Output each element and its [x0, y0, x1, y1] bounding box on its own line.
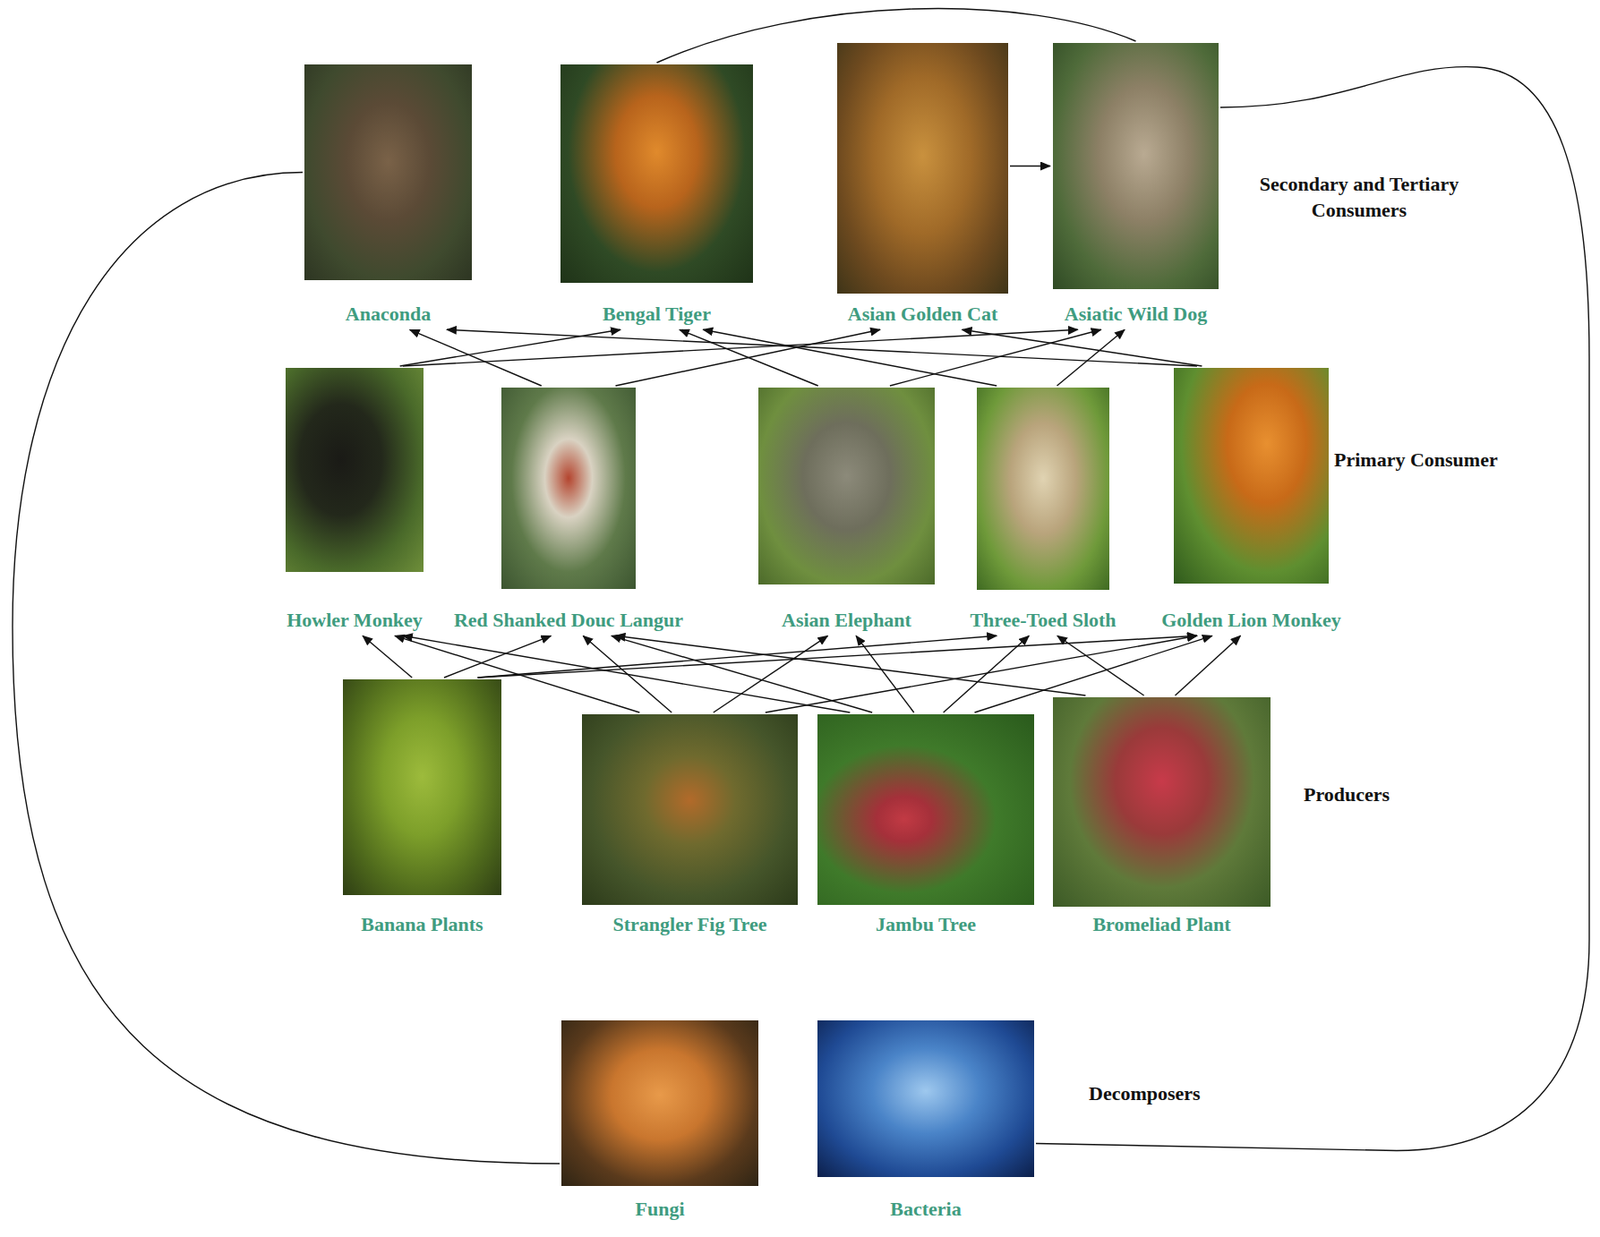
organism-node: Asiatic Wild Dog	[1052, 42, 1219, 326]
organism-node: Banana Plants	[342, 679, 502, 936]
food-web-arrow	[12, 172, 560, 1165]
organism-label: Jambu Tree	[873, 913, 978, 936]
organism-label: Asian Elephant	[779, 608, 914, 632]
organism-node: Strangler Fig Tree	[581, 714, 798, 936]
organism-label-row: Banana Plants	[342, 913, 502, 936]
organism-photo	[560, 64, 753, 283]
food-web-arrow	[1174, 635, 1241, 696]
food-web-arrow	[611, 635, 873, 713]
organism-node: Bacteria	[817, 1020, 1035, 1221]
organism-photo	[501, 387, 636, 590]
organism-photo	[561, 1020, 759, 1187]
food-web-arrow	[362, 635, 412, 678]
organism-node: Anaconda	[304, 64, 472, 326]
organism-photo	[1173, 367, 1329, 584]
organism-node: Fungi	[561, 1020, 759, 1221]
food-web-arrow	[943, 635, 1030, 713]
trophic-level-label: Producers	[1303, 782, 1438, 809]
organism-label-row: Bacteria	[817, 1197, 1035, 1221]
organism-node: Red Shanked Douc Langur	[448, 387, 689, 632]
food-web-arrow	[402, 329, 1079, 367]
organism-label: Fungi	[633, 1197, 686, 1221]
food-web-arrow	[855, 635, 915, 713]
organism-photo	[976, 387, 1110, 591]
organism-photo	[817, 1020, 1035, 1178]
organism-photo	[1052, 697, 1271, 907]
food-web-arrow	[962, 329, 1203, 367]
food-web-arrow	[1009, 165, 1051, 167]
food-web-arrow	[477, 635, 997, 678]
organism-label-row: Fungi	[561, 1197, 759, 1221]
organism-label-row: Bromeliad Plant	[1052, 913, 1271, 936]
food-web-arrow	[889, 329, 1102, 386]
organism-photo	[1052, 42, 1219, 290]
organism-node: Bengal Tiger	[560, 64, 753, 326]
organism-node: Golden Lion Monkey	[1155, 367, 1346, 632]
organism-label-row: Red Shanked Douc Langur	[448, 608, 689, 632]
organism-label-row: Asiatic Wild Dog	[1052, 302, 1219, 326]
organism-label: Anaconda	[343, 302, 433, 326]
organism-label-row: Strangler Fig Tree	[581, 913, 798, 936]
organism-label: Golden Lion Monkey	[1159, 608, 1343, 632]
trophic-level-label: Decomposers	[1088, 1081, 1241, 1108]
organism-photo	[342, 679, 502, 896]
organism-photo	[758, 387, 935, 585]
food-web-arrow	[477, 635, 1197, 678]
organism-node: Three-Toed Sloth	[964, 387, 1121, 632]
organism-label: Asiatic Wild Dog	[1062, 302, 1209, 326]
food-web-arrow	[410, 329, 542, 386]
organism-label: Three-Toed Sloth	[967, 608, 1118, 632]
organism-label-row: Asian Golden Cat	[837, 302, 1009, 326]
organism-node: Bromeliad Plant	[1052, 697, 1271, 936]
organism-label-row: Howler Monkey	[281, 608, 428, 632]
organism-label: Bromeliad Plant	[1090, 913, 1233, 936]
organism-label-row: Asian Elephant	[758, 608, 935, 632]
organism-label-row: Three-Toed Sloth	[964, 608, 1121, 632]
organism-node: Howler Monkey	[281, 367, 428, 632]
organism-photo	[581, 714, 798, 906]
organism-label: Bengal Tiger	[600, 302, 713, 326]
organism-label: Banana Plants	[359, 913, 485, 936]
trophic-level-label: Secondary and Tertiary Consumers	[1224, 171, 1494, 223]
organism-photo	[817, 714, 1035, 906]
food-web-arrow	[1057, 329, 1126, 386]
organism-node: Asian Golden Cat	[837, 42, 1009, 326]
food-web-arrow	[615, 635, 1086, 696]
food-web-arrow	[713, 635, 829, 713]
organism-node: Jambu Tree	[817, 714, 1035, 936]
organism-label: Strangler Fig Tree	[611, 913, 770, 936]
food-web-arrow	[702, 329, 997, 386]
organism-label: Howler Monkey	[284, 608, 425, 632]
organism-photo	[304, 64, 472, 281]
organism-node: Asian Elephant	[758, 387, 935, 632]
organism-photo	[837, 42, 1009, 294]
organism-label: Red Shanked Douc Langur	[452, 608, 685, 632]
trophic-level-label: Primary Consumer	[1334, 447, 1549, 474]
organism-label-row: Jambu Tree	[817, 913, 1035, 936]
organism-label: Asian Golden Cat	[846, 302, 1000, 326]
organism-label-row: Anaconda	[304, 302, 472, 326]
organism-label-row: Bengal Tiger	[560, 302, 753, 326]
food-web-arrow	[1057, 635, 1145, 696]
organism-photo	[285, 367, 424, 573]
organism-label: Bacteria	[888, 1197, 963, 1221]
organism-label-row: Golden Lion Monkey	[1155, 608, 1346, 632]
